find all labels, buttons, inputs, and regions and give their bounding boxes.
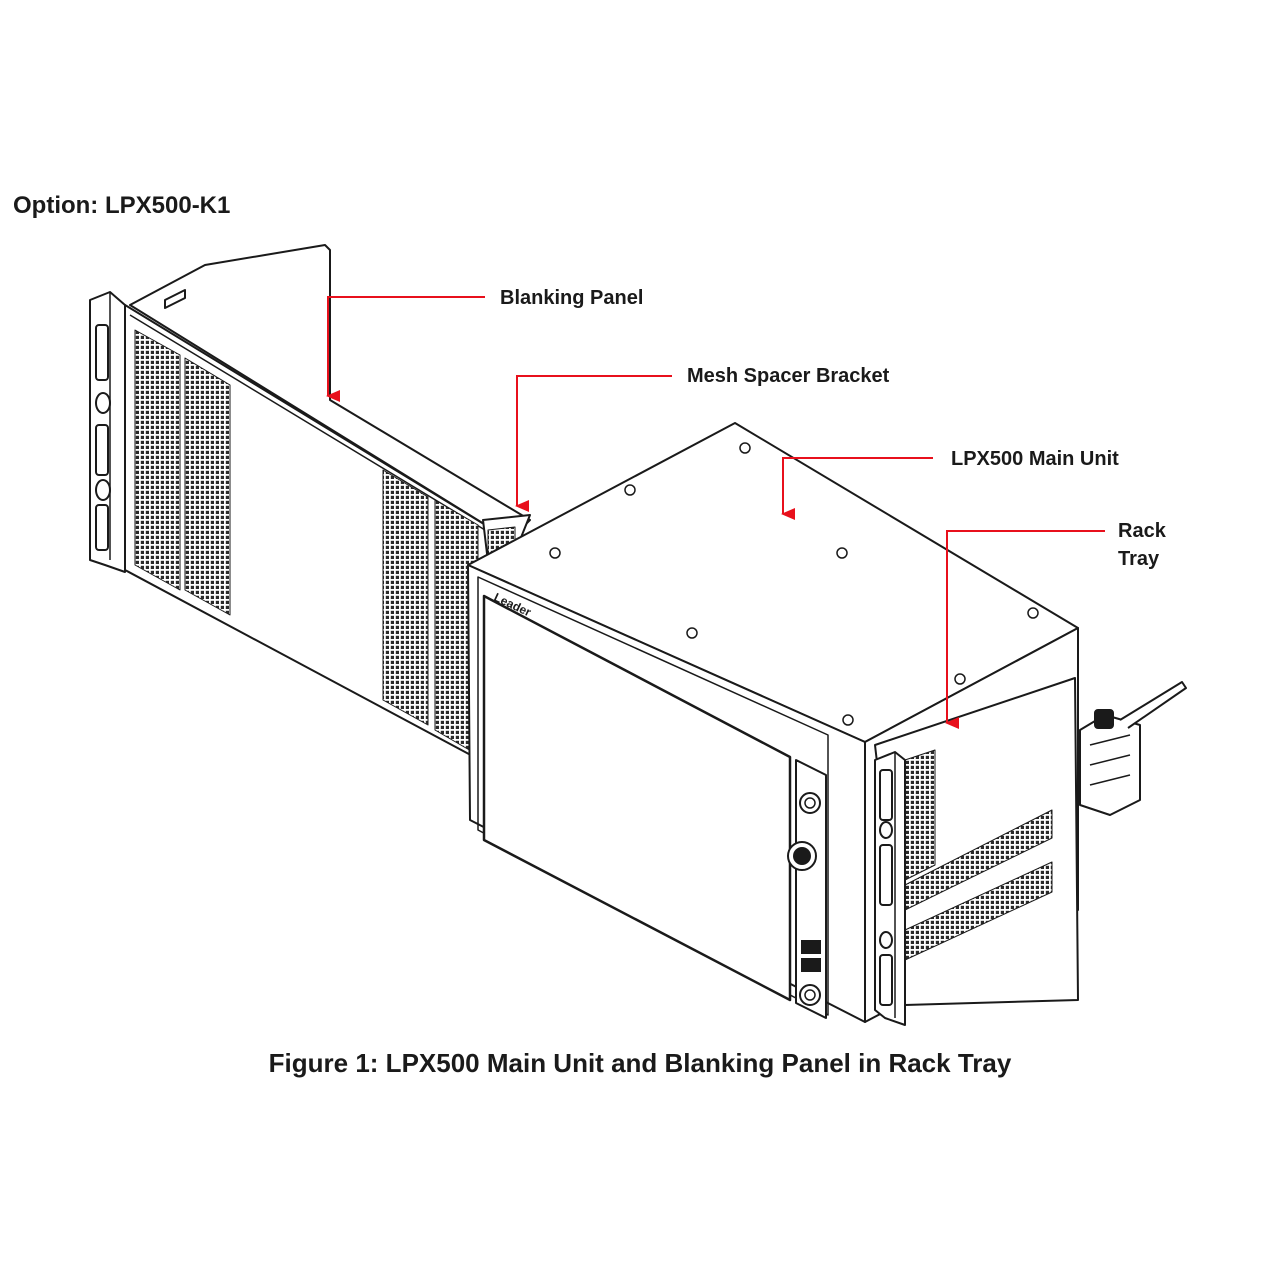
rack-tray [874,677,1079,1026]
leader-main-unit [781,457,933,520]
rear-connector [1079,681,1187,816]
callout-mesh-spacer-bracket: Mesh Spacer Bracket [687,365,890,387]
callout-main-unit: LPX500 Main Unit [951,448,1119,470]
leader-lines [326,296,1105,729]
figure-caption: Figure 1: LPX500 Main Unit and Blanking … [268,1048,1012,1078]
top-screws [549,442,1039,726]
tray-mesh-upper [904,749,936,881]
option-title: Option: LPX500-K1 [13,192,231,219]
callout-rack-tray-line2: Tray [1118,548,1160,570]
callout-blanking-panel: Blanking Panel [500,287,644,309]
blanking-panel-assembly [89,244,531,761]
leader-blanking-panel [326,296,485,402]
vent-mesh-left [134,329,181,591]
leader-mesh-spacer [515,375,672,512]
display-screen [482,594,792,1002]
power-button [799,792,821,814]
leader-rack-tray [945,530,1105,729]
secondary-button [799,984,821,1006]
vent-mesh-right [382,469,429,726]
callout-rack-tray-line1: Rack [1118,520,1166,542]
